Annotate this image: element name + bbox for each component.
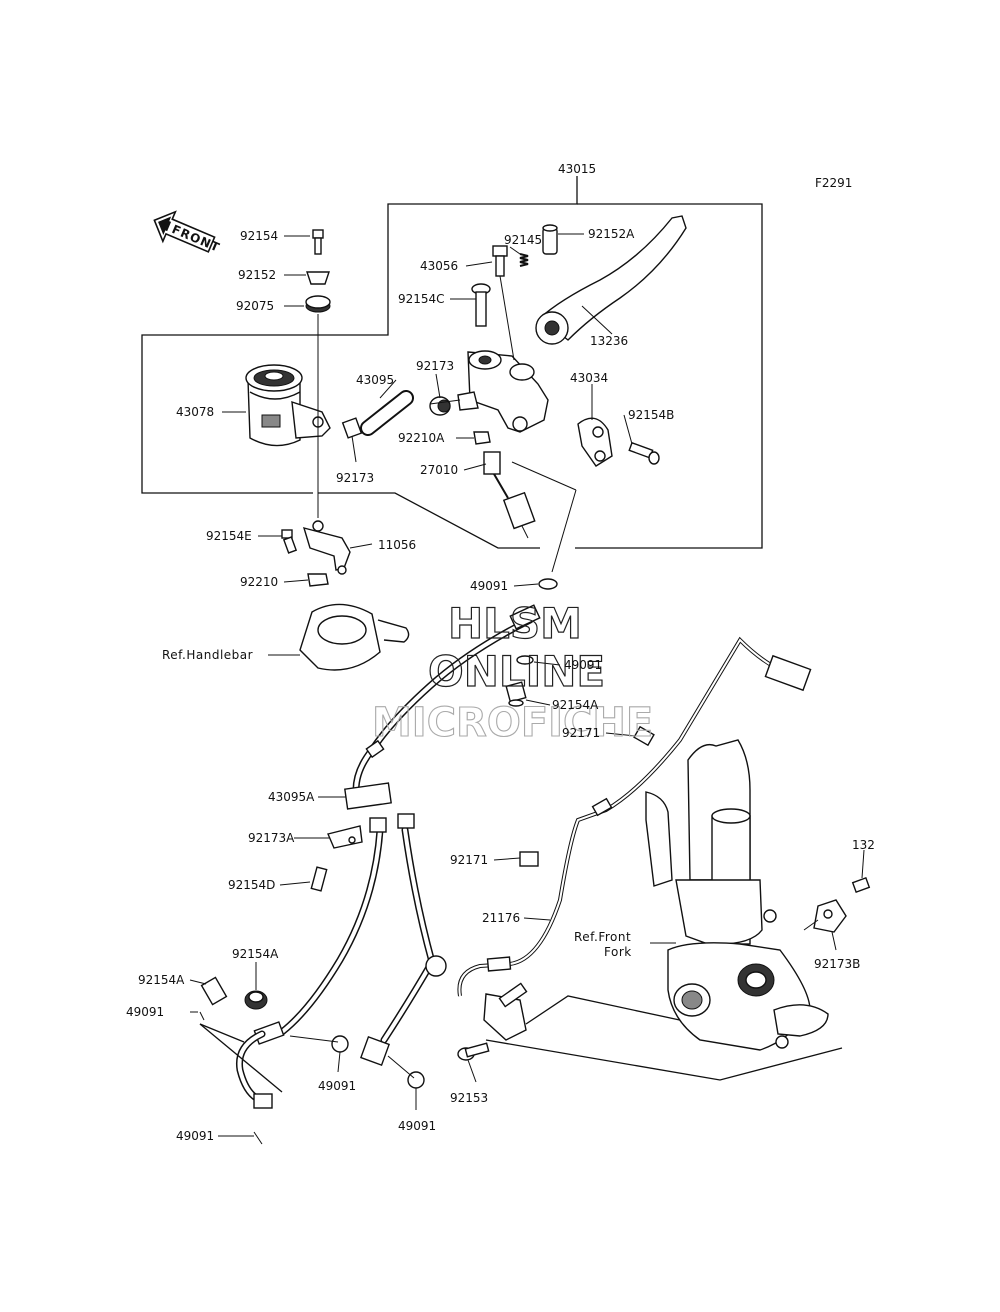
label-92210: 92210 <box>240 575 278 589</box>
label-92152A: 92152A <box>588 227 635 241</box>
bolt-92154B <box>628 441 660 465</box>
bracket-11056 <box>302 520 351 575</box>
label-92154A-a: 92154A <box>552 698 599 712</box>
figure-id: F2291 <box>815 176 852 190</box>
bracket-92173A <box>327 825 363 849</box>
bolt-92154E <box>281 529 298 554</box>
clip-92171-top <box>633 725 655 747</box>
joint-43095A <box>344 782 415 833</box>
bolt-92154C <box>471 283 491 327</box>
hose-fitting-top <box>365 604 541 759</box>
bolt-92154A-lower-b <box>244 990 268 1010</box>
leader-lines <box>189 233 865 1137</box>
watermark: HLSM ONLINE MICROFICHE <box>371 598 653 746</box>
label-27010: 27010 <box>420 463 458 477</box>
assembly-frame <box>141 176 763 549</box>
label-43095: 43095 <box>356 373 394 387</box>
label-ref-front-fork-1: Ref.Front <box>574 930 631 944</box>
label-49091-f: 49091 <box>176 1129 214 1143</box>
collar-92152 <box>306 271 330 285</box>
label-92154A-b: 92154A <box>232 947 279 961</box>
bolt-92154A-lower-a <box>200 976 228 1006</box>
label-92210A: 92210A <box>398 431 445 445</box>
label-92171-b: 92171 <box>450 853 488 867</box>
label-92075: 92075 <box>236 299 274 313</box>
nut-92210 <box>307 573 329 587</box>
front-arrow: FRONT <box>153 210 222 255</box>
master-cylinder-body <box>429 350 549 433</box>
label-132: 132 <box>852 838 875 852</box>
reservoir-part <box>245 364 331 447</box>
label-43034: 43034 <box>570 371 608 385</box>
switch-27010 <box>483 451 536 539</box>
bleeder-43056 <box>492 245 515 361</box>
bolt-92154 <box>312 229 324 255</box>
label-ref-front-fork-2: Fork <box>604 945 632 959</box>
clamp-43034 <box>577 417 613 467</box>
label-92173-a: 92173 <box>416 359 454 373</box>
abs-sensor-line-21176 <box>457 636 812 997</box>
front-fork <box>645 739 829 1051</box>
label-92173-b: 92173 <box>336 471 374 485</box>
label-92154C: 92154C <box>398 292 445 306</box>
label-43078: 43078 <box>176 405 214 419</box>
label-ref-handlebar: Ref.Handlebar <box>162 648 253 662</box>
label-49091-c: 49091 <box>126 1005 164 1019</box>
pin-92152A <box>542 224 558 255</box>
watermark-line2: ONLINE <box>428 647 605 696</box>
label-92154E: 92154E <box>206 529 252 543</box>
label-92154A-c: 92154A <box>138 973 185 987</box>
handlebar-mount <box>268 603 410 671</box>
label-92173A: 92173A <box>248 831 295 845</box>
label-43095A: 43095A <box>268 790 315 804</box>
washer-49091-top <box>516 578 558 665</box>
label-92171-a: 92171 <box>562 726 600 740</box>
label-92154: 92154 <box>240 229 278 243</box>
label-11056: 11056 <box>378 538 416 552</box>
abs-sensor-bracket <box>483 982 528 1041</box>
label-43015: 43015 <box>558 162 596 176</box>
label-92154B: 92154B <box>628 408 674 422</box>
label-49091-a: 49091 <box>470 579 508 593</box>
bolt-92153 <box>457 1042 490 1061</box>
watermark-line3: MICROFICHE <box>372 700 653 746</box>
part-labels: 43015 92154 92152 92075 43078 43095 9217… <box>126 162 875 1143</box>
brake-lever-13236 <box>535 215 687 345</box>
label-49091-e: 49091 <box>398 1119 436 1133</box>
bolt-92154A-top <box>505 681 527 707</box>
label-92145: 92145 <box>504 233 542 247</box>
label-92152: 92152 <box>238 268 276 282</box>
label-49091-d: 49091 <box>318 1079 356 1093</box>
label-43056: 43056 <box>420 259 458 273</box>
bracket-92173B <box>813 899 847 933</box>
grommet-92075 <box>305 295 331 313</box>
label-21176: 21176 <box>482 911 520 925</box>
bolt-132 <box>851 877 871 893</box>
label-92153: 92153 <box>450 1091 488 1105</box>
watermark-line1: HLSM <box>448 599 582 648</box>
label-92173B: 92173B <box>814 957 860 971</box>
spring-92145 <box>519 253 529 267</box>
label-49091-b: 49091 <box>564 658 602 672</box>
lower-hose-fittings <box>235 955 447 1109</box>
nut-92210A <box>473 431 491 445</box>
label-92154D: 92154D <box>228 878 275 892</box>
bolt-92154D <box>310 866 328 892</box>
label-13236: 13236 <box>590 334 628 348</box>
